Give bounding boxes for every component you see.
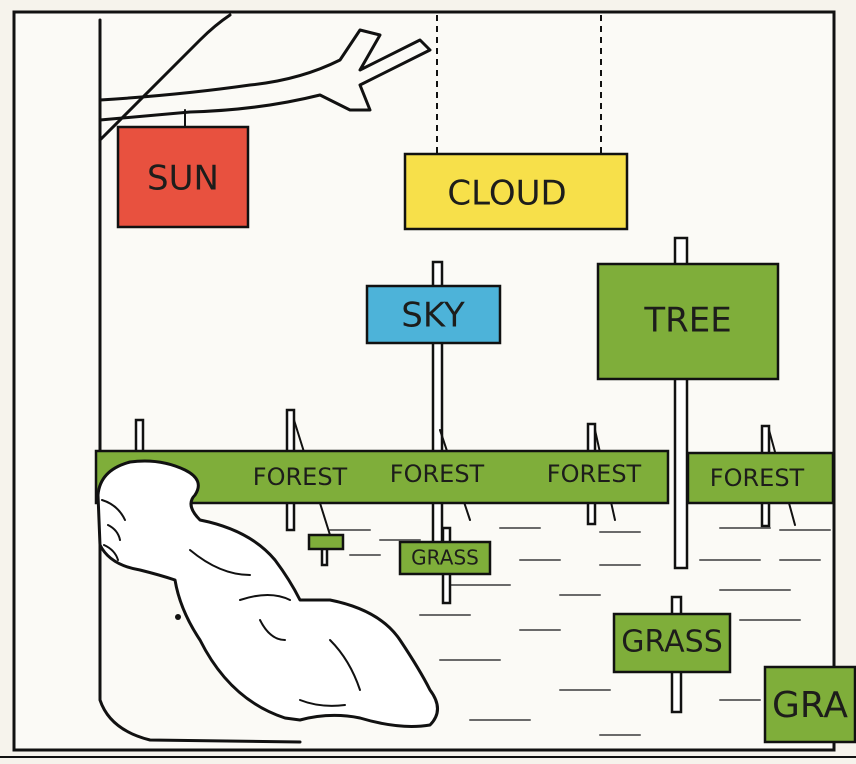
- grass-sign-partial-label: GRA: [772, 685, 848, 726]
- forest-sign-label-3: FOREST: [547, 460, 642, 488]
- tree-sign: TREE: [596, 262, 780, 381]
- forest-banner: FOREST FOREST FOREST FOREST: [94, 449, 835, 505]
- cloud-sign-label: CLOUD: [447, 174, 566, 214]
- sky-sign-label: SKY: [401, 296, 465, 336]
- grass-sign-small-label: GRASS: [411, 546, 479, 570]
- sun-sign-label: SUN: [147, 159, 219, 199]
- grass-sign-small: GRASS: [398, 526, 492, 605]
- grass-sign-large: GRASS: [612, 595, 732, 714]
- tiny-distant-sign: [307, 533, 345, 567]
- forest-sign-label-1: FOREST: [253, 463, 348, 491]
- grass-sign-partial: GRA: [763, 665, 856, 744]
- tree-outline: [98, 13, 432, 744]
- cloud-sign-chains: [436, 15, 602, 160]
- forest-sign-label-4: FOREST: [710, 464, 805, 492]
- forest-sign-label-2: FOREST: [390, 460, 485, 488]
- tree-sign-label: TREE: [643, 301, 731, 341]
- seated-figure: [96, 459, 439, 728]
- grass-sign-large-label: GRASS: [621, 625, 722, 660]
- cloud-sign: CLOUD: [403, 152, 629, 231]
- sun-sign: SUN: [116, 125, 250, 229]
- ground-texture: [329, 527, 831, 736]
- sky-sign: SKY: [365, 284, 502, 345]
